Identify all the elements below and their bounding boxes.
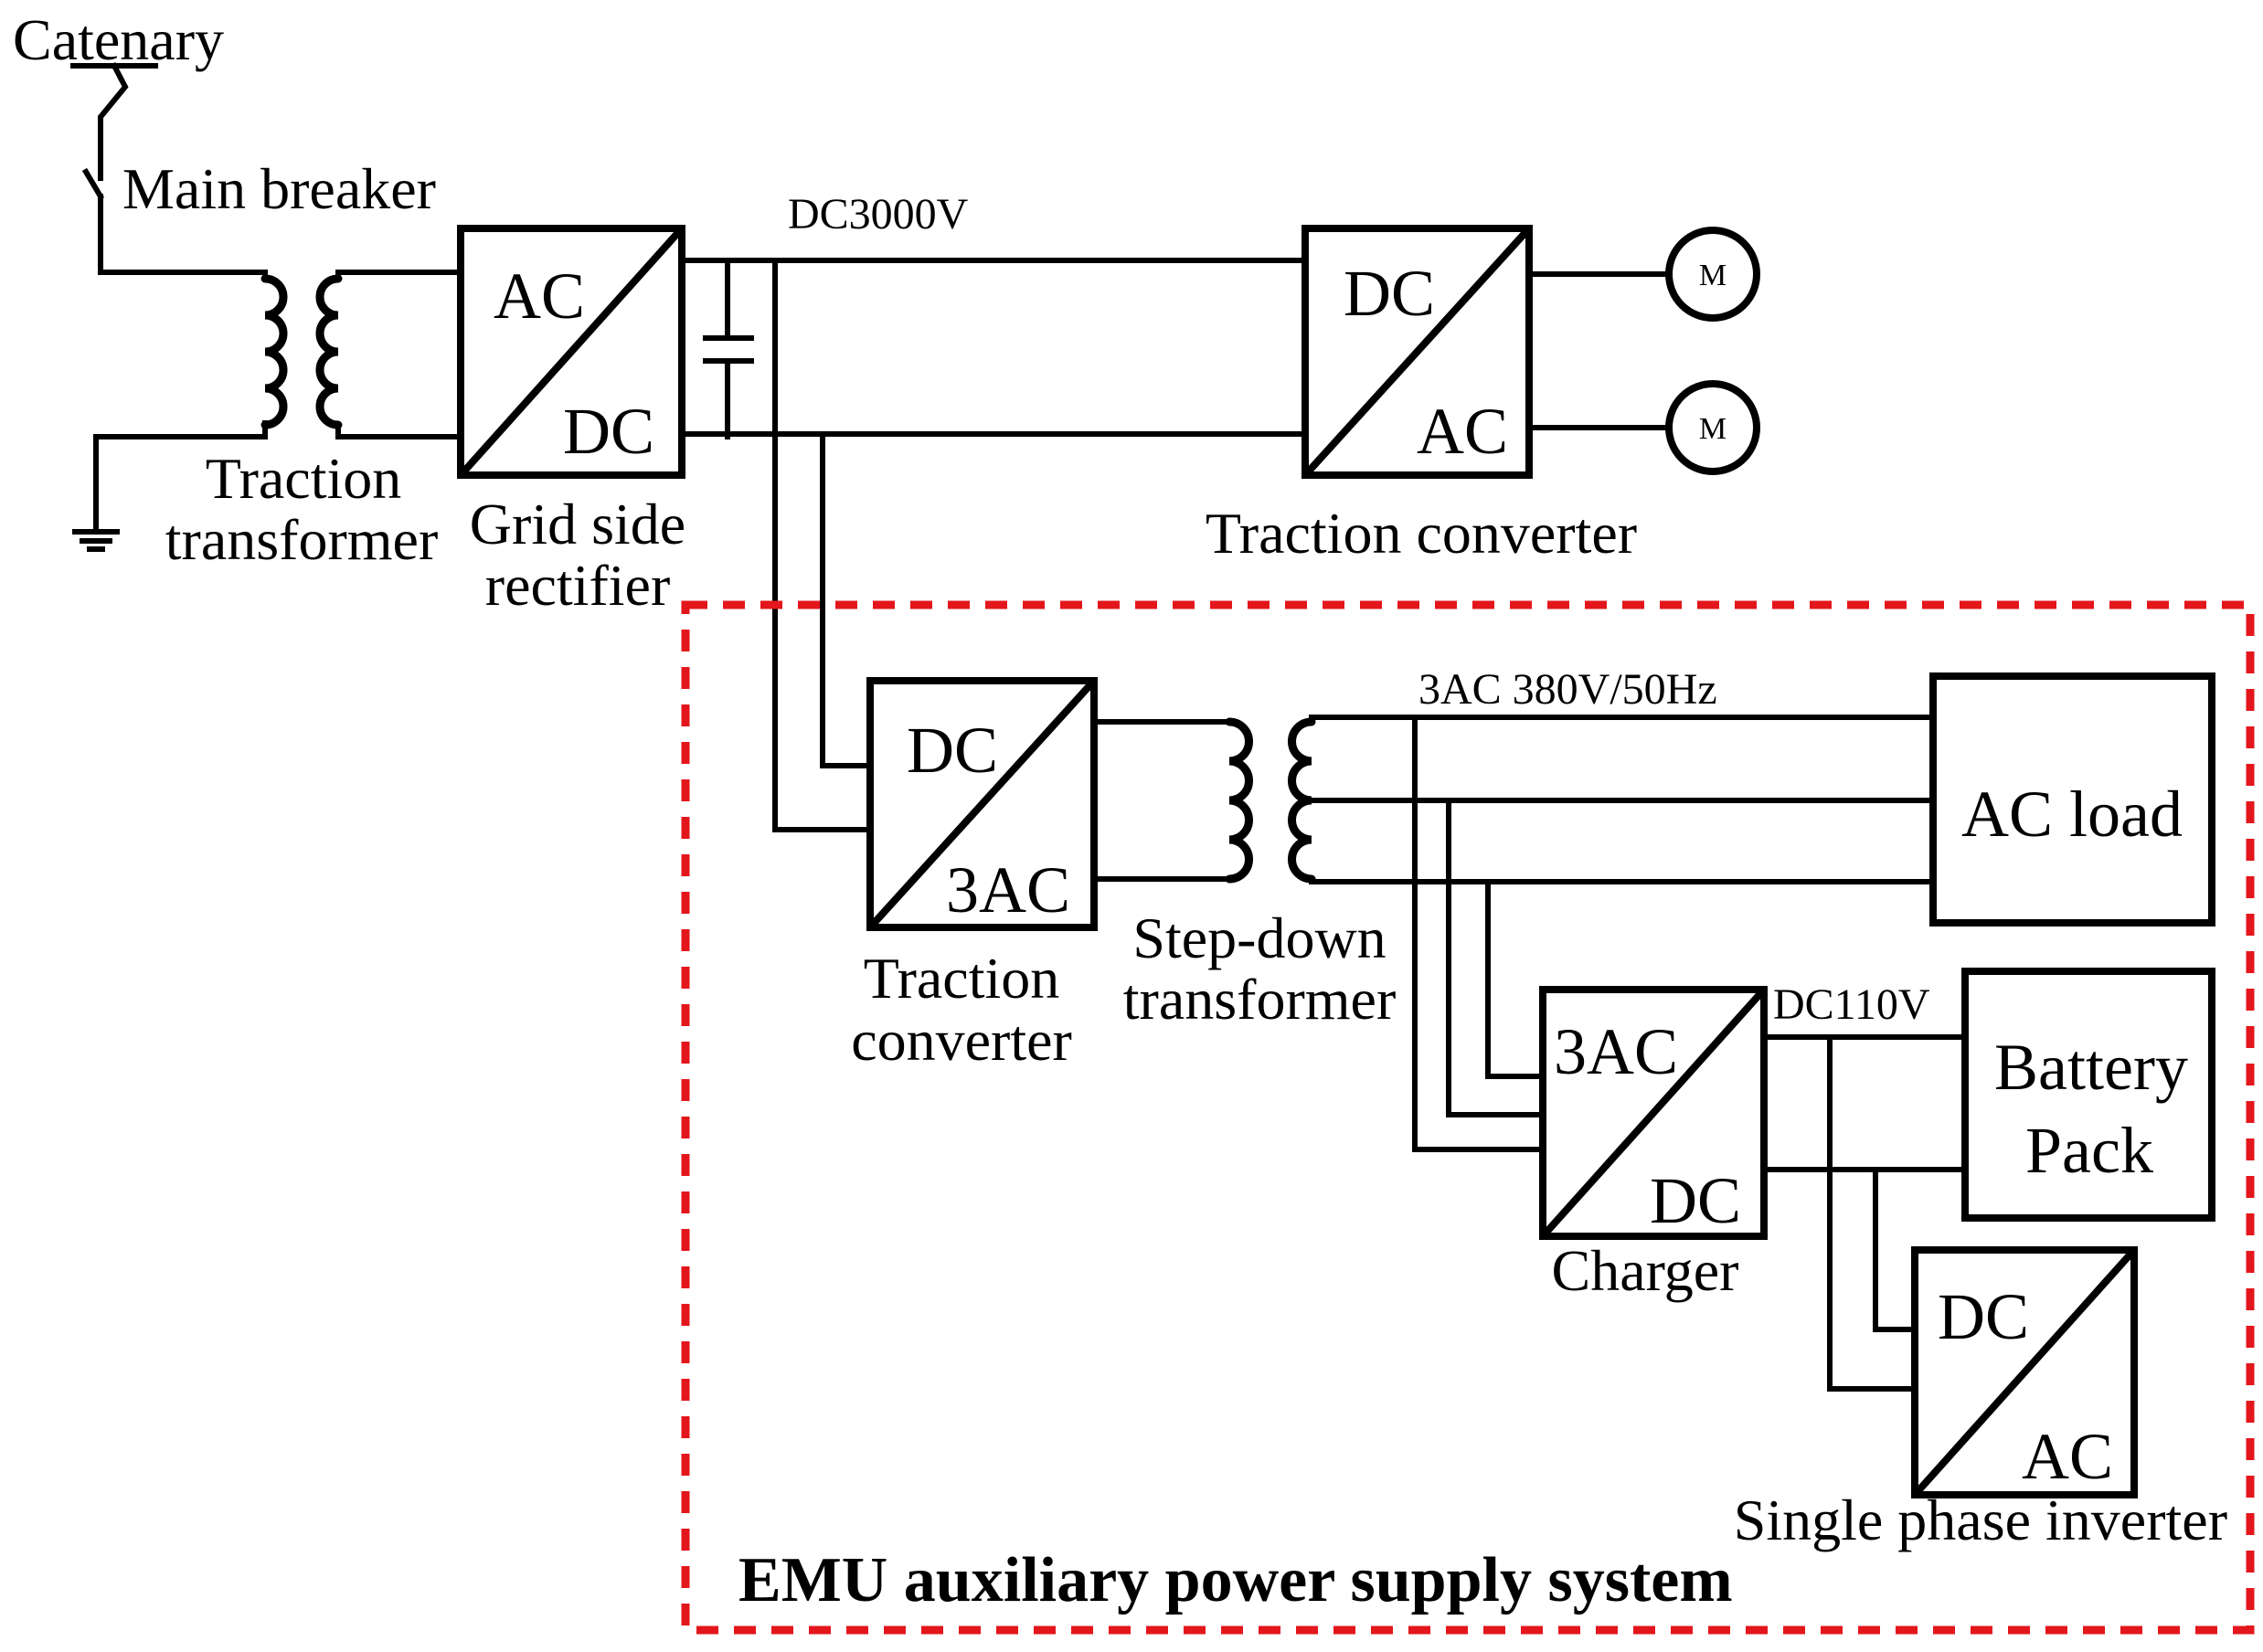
grid-rectifier-label-line1: Grid side (470, 492, 685, 556)
traction-converter-dc-text: DC (1344, 257, 1435, 330)
charger-3ac-text: 3AC (1554, 1015, 1678, 1088)
battery-pack-line2: Pack (2025, 1114, 2153, 1187)
aux-converter-dc-text: DC (907, 714, 998, 787)
main-breaker-label: Main breaker (122, 156, 436, 221)
ac-bus-voltage-label: 3AC 380V/50Hz (1418, 665, 1717, 714)
inverter-ac-text: AC (2022, 1420, 2113, 1493)
inverter-dc-text: DC (1938, 1280, 2029, 1353)
motor-1-text: M (1699, 259, 1726, 292)
grid-rectifier-dc-text: DC (563, 395, 654, 468)
ground-icon (72, 529, 120, 552)
auxiliary-system-border (681, 600, 2255, 1635)
traction-transformer-icon (260, 274, 343, 429)
motor-wiring (1526, 271, 1671, 430)
traction-converter-ac-text: AC (1417, 395, 1508, 468)
step-down-transformer-icon (1225, 717, 1316, 884)
secondary-wiring (335, 270, 463, 439)
dc110-bus-wiring (1761, 1034, 1968, 1392)
charger-label: Charger (1552, 1238, 1739, 1303)
dc110-voltage-label: DC110V (1773, 980, 1930, 1029)
traction-converter-block (1301, 225, 1533, 479)
aux-converter-label-line1: Traction (864, 946, 1060, 1011)
aux-converter-label-line2: converter (851, 1008, 1072, 1073)
motor-2-text: M (1699, 412, 1726, 446)
charger-block (1539, 986, 1768, 1240)
step-down-label-line1: Step-down (1132, 905, 1386, 970)
traction-transformer-label-line1: Traction (206, 446, 402, 511)
grid-rectifier-ac-text: AC (494, 259, 585, 333)
motor-2-icon (1665, 380, 1760, 475)
single-phase-inverter-block (1911, 1246, 2138, 1498)
dc-bus-wiring (679, 258, 1308, 832)
auxiliary-system-title: EMU auxiliary power supply system (738, 1545, 1733, 1615)
aux-converter-input-wiring (772, 763, 873, 832)
battery-pack-block (1961, 968, 2215, 1222)
motor-1-icon (1665, 227, 1760, 322)
battery-pack-line1: Battery (1994, 1031, 2188, 1104)
grid-rectifier-label-line2: rectifier (485, 553, 671, 618)
traction-transformer-label-line2: transformer (165, 507, 439, 572)
grid-side-rectifier-block (457, 225, 685, 479)
traction-converter-label: Traction converter (1206, 501, 1637, 566)
aux-traction-converter-block (866, 677, 1098, 931)
ac-load-block (1929, 672, 2215, 927)
single-phase-inverter-label: Single phase inverter (1734, 1488, 2227, 1552)
step-down-label-line2: transformer (1123, 967, 1397, 1032)
catenary-pantograph (70, 61, 158, 270)
dc-bus-voltage-label: DC3000V (788, 190, 969, 238)
ac-load-text: AC load (1961, 778, 2183, 851)
ac-bus-wiring (1309, 715, 1936, 1152)
aux-converter-3ac-text: 3AC (946, 853, 1070, 927)
catenary-label: Catenary (13, 7, 224, 72)
charger-dc-text: DC (1650, 1164, 1741, 1237)
dc-link-capacitor-icon (703, 258, 754, 439)
step-down-wiring-primary (1091, 719, 1232, 882)
